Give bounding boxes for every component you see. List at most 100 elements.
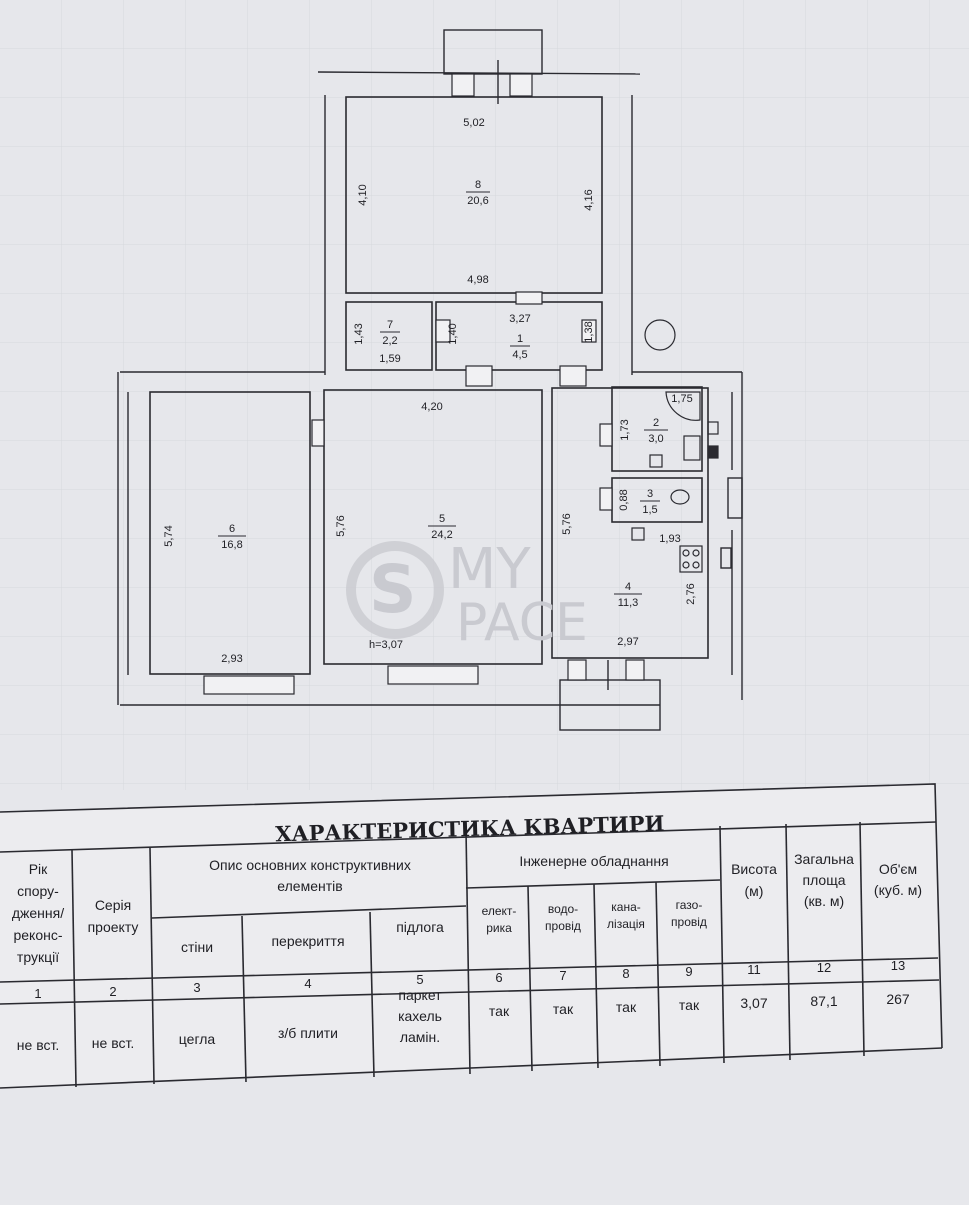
stove-icon [679, 545, 703, 573]
col-num-9: 9 [685, 964, 692, 979]
header-gas-2: провід [671, 915, 707, 929]
watermark-line2: PACE [456, 593, 588, 653]
header-floors: перекриття [271, 933, 344, 949]
value-walls: цегла [179, 1031, 216, 1047]
header-year-1: Рік [29, 861, 48, 877]
col-num-6: 6 [495, 970, 502, 985]
col-num-4: 4 [304, 976, 311, 991]
pipe-riser-icon [644, 319, 676, 351]
col-num-11: 11 [747, 962, 761, 977]
header-series-1: Серія [95, 897, 131, 913]
dim-room4-right: 2,76 [685, 583, 697, 604]
apartment-characteristics-table: ХАРАКТЕРИСТИКА КВАРТИРИ Рік спору- дженн… [0, 783, 943, 1089]
table-row: не вст. не вст. цегла з/б плити паркет к… [17, 987, 910, 1053]
room-6-outline [149, 391, 311, 675]
header-electric-2: рика [486, 921, 512, 935]
value-height: 3,07 [740, 995, 767, 1011]
ceiling-height: h=3,07 [369, 639, 403, 651]
rooms [149, 96, 709, 675]
header-volume-1: Об'єм [879, 861, 917, 877]
room-area-1: 4,5 [512, 349, 527, 361]
header-description-2: елементів [277, 878, 342, 894]
room-area-7: 2,2 [382, 335, 397, 347]
dim-room6-left: 5,74 [163, 525, 175, 546]
room-area-3: 1,5 [642, 504, 657, 516]
room-number-6: 6 [229, 523, 235, 535]
column-numbers: 1 2 3 4 5 6 7 8 9 11 12 13 [34, 958, 905, 1001]
header-height-1: Висота [731, 861, 777, 877]
room-5-outline [323, 389, 543, 665]
header-series-2: проекту [88, 919, 139, 935]
value-flooring-3: ламін. [400, 1029, 440, 1045]
col-num-12: 12 [817, 960, 831, 975]
col-num-3: 3 [193, 980, 200, 995]
dim-room7-bottom: 1,59 [379, 353, 400, 365]
header-flooring: підлога [396, 919, 444, 935]
header-gas-1: газо- [676, 898, 703, 912]
dim-room1-right: 1,38 [583, 321, 595, 342]
header-height-2: (м) [745, 883, 764, 899]
room-number-4: 4 [625, 581, 631, 593]
room-number-7: 7 [387, 319, 393, 331]
value-water: так [553, 1001, 574, 1017]
header-water-1: водо- [548, 902, 578, 916]
header-description-1: Опис основних конструктивних [209, 857, 411, 873]
table-header: Рік спору- дження/ реконс- трукції Серія… [12, 851, 922, 965]
dim-room8-left: 4,10 [357, 184, 369, 205]
room-number-3: 3 [647, 488, 653, 500]
header-area-2: площа [803, 872, 846, 888]
room-number-2: 2 [653, 417, 659, 429]
value-electric: так [489, 1003, 510, 1019]
value-gas: так [679, 997, 700, 1013]
dim-room8-right: 4,16 [583, 189, 595, 210]
dim-room2-top: 1,75 [671, 393, 692, 405]
background-grid [0, 0, 969, 790]
value-sewer: так [616, 999, 637, 1015]
dimension-labels: 5,02 4,10 4,16 4,98 1,43 1,59 1,40 3,27 … [163, 117, 697, 665]
svg-text:S: S [369, 551, 417, 628]
door-swing-icon [665, 391, 701, 421]
col-num-8: 8 [622, 966, 629, 981]
dim-room8-bottom: 4,98 [467, 274, 488, 286]
openings [203, 73, 645, 695]
room-area-8: 20,6 [467, 195, 488, 207]
col-num-7: 7 [559, 968, 566, 983]
dim-room2-left: 1,73 [619, 419, 631, 440]
room-number-5: 5 [439, 513, 445, 525]
room-area-4: 11,3 [618, 597, 639, 609]
header-year-4: реконс- [13, 927, 62, 943]
value-flooring-1: паркет [398, 987, 442, 1003]
dim-room4-top: 1,93 [659, 533, 680, 545]
room-number-1: 1 [517, 333, 523, 345]
header-year-2: спору- [17, 883, 59, 899]
dim-room8-top: 5,02 [463, 117, 484, 129]
value-flooring-2: кахель [398, 1008, 442, 1024]
room-area-2: 3,0 [648, 433, 663, 445]
col-num-1: 1 [34, 986, 41, 1001]
room-labels: 8 20,6 7 2,2 1 4,5 6 16,8 5 24,2 4 11,3 … [218, 179, 668, 609]
header-water-2: провід [545, 919, 581, 933]
floor-plan [117, 29, 743, 731]
header-volume-2: (куб. м) [874, 882, 922, 898]
room-4-outline [551, 387, 709, 659]
dim-room1-left: 1,40 [447, 323, 459, 344]
value-volume: 267 [886, 991, 910, 1007]
vent-icon [631, 527, 645, 541]
fixtures [631, 319, 719, 573]
header-electric-1: елект- [482, 904, 517, 918]
header-sewer-2: лізація [607, 917, 645, 931]
vent-icon [649, 454, 663, 468]
room-area-5: 24,2 [431, 529, 452, 541]
room-area-6: 16,8 [221, 539, 242, 551]
dim-room4-left: 5,76 [561, 513, 573, 534]
col-num-13: 13 [891, 958, 905, 973]
dim-room4-bottom: 2,97 [617, 636, 638, 648]
watermark-line1: MY [448, 537, 531, 602]
col-num-5: 5 [416, 972, 423, 987]
header-area-1: Загальна [794, 851, 854, 867]
value-series: не вст. [92, 1035, 134, 1051]
dim-room6-bottom: 2,93 [221, 653, 242, 665]
col-num-2: 2 [109, 984, 116, 999]
